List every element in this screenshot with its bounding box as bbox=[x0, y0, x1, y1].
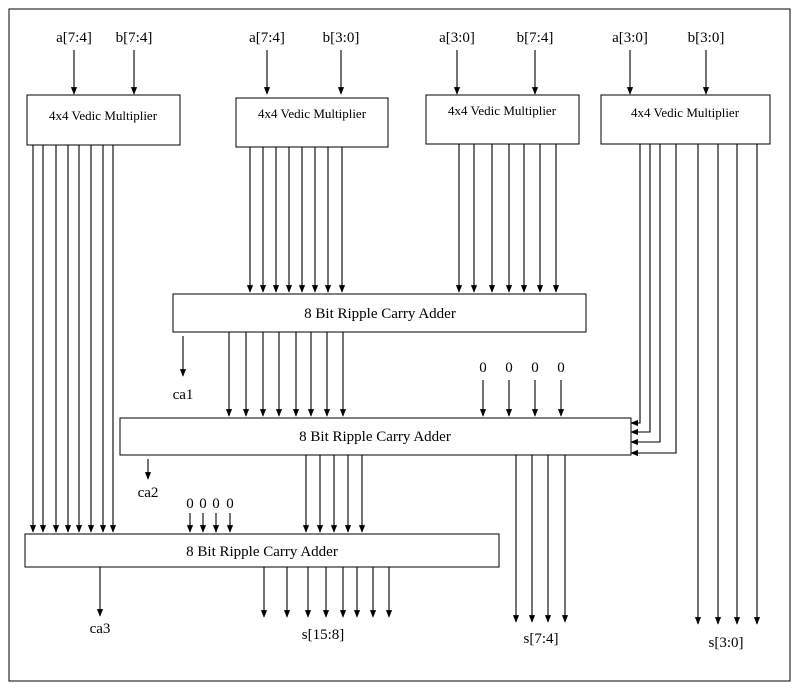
ripple-carry-adder-2: 8 Bit Ripple Carry Adder bbox=[119, 417, 632, 456]
mult4-to-s3-0-wires bbox=[694, 144, 761, 625]
adder2-zero-input-4: 0 bbox=[557, 360, 565, 376]
adder1-to-adder2-wires bbox=[225, 332, 347, 417]
multiplier-2-label: 4x4 Vedic Multiplier bbox=[258, 106, 367, 121]
adder2-zero-input-3: 0 bbox=[531, 360, 539, 376]
adder2-zero-arrows bbox=[479, 380, 565, 417]
mult1-input-b-label: b[7:4] bbox=[116, 30, 153, 46]
multiplier-input-arrows bbox=[70, 50, 710, 95]
mult4-input-a-label: a[3:0] bbox=[612, 30, 648, 46]
multiplier-block-4: 4x4 Vedic Multiplier bbox=[600, 94, 771, 145]
adder2-zero-input-2: 0 bbox=[505, 360, 513, 376]
diagram-border bbox=[8, 8, 791, 682]
ripple-carry-adder-1: 8 Bit Ripple Carry Adder bbox=[172, 293, 587, 333]
mult3-input-a-label: a[3:0] bbox=[439, 30, 475, 46]
ripple-carry-adder-3: 8 Bit Ripple Carry Adder bbox=[24, 533, 500, 568]
adder-2-label: 8 Bit Ripple Carry Adder bbox=[299, 429, 451, 445]
output-s3-0-label: s[3:0] bbox=[709, 635, 744, 651]
multiplier-1-label: 4x4 Vedic Multiplier bbox=[49, 108, 158, 123]
mult2-to-adder1-wires bbox=[246, 147, 346, 293]
output-s7-4-label: s[7:4] bbox=[524, 631, 559, 647]
output-s15-8-label: s[15:8] bbox=[302, 627, 345, 643]
mult3-to-adder1-wires bbox=[455, 144, 560, 293]
adder2-carry-label: ca2 bbox=[138, 485, 159, 501]
mult4-input-b-label: b[3:0] bbox=[688, 30, 725, 46]
mult2-input-b-label: b[3:0] bbox=[323, 30, 360, 46]
adder3-zero-input-1: 0 bbox=[186, 496, 194, 512]
mult4-to-adder2-wires bbox=[630, 144, 677, 457]
adder3-zero-arrows bbox=[186, 513, 234, 533]
adder2-to-adder3-wires bbox=[302, 455, 366, 533]
adder2-zero-input-1: 0 bbox=[479, 360, 487, 376]
adder3-zero-input-4: 0 bbox=[226, 496, 234, 512]
adder1-carry-label: ca1 bbox=[173, 387, 194, 403]
adder3-zero-input-3: 0 bbox=[212, 496, 220, 512]
adder3-to-s15-8-wires bbox=[260, 567, 393, 618]
adder2-to-s7-4-wires bbox=[512, 455, 569, 623]
adder-3-label: 8 Bit Ripple Carry Adder bbox=[186, 544, 338, 560]
adder-1-label: 8 Bit Ripple Carry Adder bbox=[304, 306, 456, 322]
mult3-input-b-label: b[7:4] bbox=[517, 30, 554, 46]
multiplier-block-1: 4x4 Vedic Multiplier bbox=[26, 94, 181, 146]
multiplier-3-label: 4x4 Vedic Multiplier bbox=[448, 103, 557, 118]
mult2-input-a-label: a[7:4] bbox=[249, 30, 285, 46]
mult1-to-adder3-wires bbox=[29, 145, 117, 533]
multiplier-block-3: 4x4 Vedic Multiplier bbox=[425, 94, 580, 145]
adder3-carry-label: ca3 bbox=[90, 621, 111, 637]
adder3-zero-input-2: 0 bbox=[199, 496, 207, 512]
mult1-input-a-label: a[7:4] bbox=[56, 30, 92, 46]
multiplier-4-label: 4x4 Vedic Multiplier bbox=[631, 105, 740, 120]
multiplier-block-2: 4x4 Vedic Multiplier bbox=[235, 97, 389, 148]
